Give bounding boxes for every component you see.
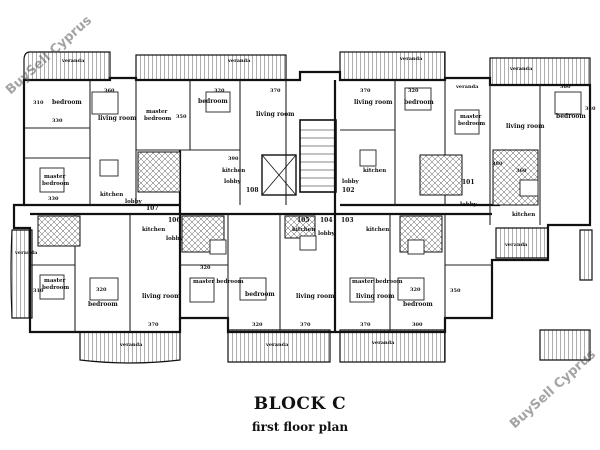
floor-plan-drawing: veranda veranda veranda veranda veranda … xyxy=(10,51,596,364)
plan-title: BLOCK C xyxy=(253,394,347,414)
dimension-value: 320 xyxy=(408,88,419,94)
living-room-label: living room xyxy=(296,293,335,300)
bedroom-label: bedroom xyxy=(245,291,275,298)
dimension-value: 310 xyxy=(33,100,44,106)
bedroom-label: bedroom xyxy=(52,99,82,106)
master-bedroom-label: master bedroom xyxy=(193,279,244,285)
lobby-label: lobby xyxy=(460,202,477,208)
dimension-value: 360 xyxy=(560,84,571,90)
dimension-value: 330 xyxy=(48,196,59,202)
veranda-label: veranda xyxy=(399,56,423,62)
veranda-label: veranda xyxy=(265,342,289,348)
master-label: master xyxy=(460,114,482,120)
unit-number: 102 xyxy=(342,187,355,194)
unit-number: 105 xyxy=(297,217,310,224)
dimension-value: 380 xyxy=(492,161,503,167)
dimension-value: 340 xyxy=(585,106,596,112)
veranda-label: veranda xyxy=(119,342,143,348)
dimension-labels: 310 330 360 320 370 350 370 320 360 340 … xyxy=(33,84,596,328)
kitchen-label: kitchen xyxy=(222,168,245,174)
furniture xyxy=(39,87,582,303)
dimension-value: 300 xyxy=(412,322,423,328)
stair-core xyxy=(261,119,337,196)
unit-number: 104 xyxy=(320,217,333,224)
living-room-label: living room xyxy=(256,111,295,118)
veranda-label: veranda xyxy=(14,250,38,256)
unit-number: 103 xyxy=(341,217,354,224)
master-label: master xyxy=(44,174,66,180)
dimension-value: 370 xyxy=(148,322,159,328)
dimension-value: 370 xyxy=(360,322,371,328)
unit-number: 101 xyxy=(462,179,475,186)
bedroom-label: bedroom xyxy=(403,301,433,308)
living-room-label: living room xyxy=(98,115,137,122)
veranda-label: veranda xyxy=(61,58,85,64)
dimension-value: 320 xyxy=(410,287,421,293)
lobby-label: lobby xyxy=(166,236,183,242)
dimension-value: 360 xyxy=(104,88,115,94)
plan-subtitle: first floor plan xyxy=(251,420,349,434)
bedroom-label: bedroom xyxy=(42,285,69,291)
bedroom-label: bedroom xyxy=(404,99,434,106)
bedroom-label: bedroom xyxy=(42,181,69,187)
outer-walls xyxy=(12,70,592,334)
bedroom-label: bedroom xyxy=(88,301,118,308)
bedroom-label: bedroom xyxy=(556,113,586,120)
unit-number: 106 xyxy=(168,217,181,224)
unit-numbers: 101 102 103 104 105 106 107 108 xyxy=(146,179,475,224)
bedroom-label: bedroom xyxy=(144,116,171,122)
bedroom-label: bedroom xyxy=(458,121,485,127)
dimension-value: 370 xyxy=(360,88,371,94)
dimension-value: 320 xyxy=(200,265,211,271)
kitchen-label: kitchen xyxy=(512,212,535,218)
unit-number: 107 xyxy=(146,205,159,212)
room-labels: veranda veranda veranda veranda veranda … xyxy=(14,56,586,348)
lobby-label: lobby xyxy=(318,231,335,237)
living-room-label: living room xyxy=(506,123,545,130)
verandas xyxy=(10,51,593,364)
kitchen-label: kitchen xyxy=(100,192,123,198)
dimension-value: 320 xyxy=(96,287,107,293)
dimension-value: 370 xyxy=(300,322,311,328)
lobby-label: lobby xyxy=(342,179,359,185)
bedroom-label: bedroom xyxy=(198,98,228,105)
dimension-value: 320 xyxy=(252,322,263,328)
veranda-label: veranda xyxy=(504,242,528,248)
dimension-value: 310 xyxy=(33,288,44,294)
veranda-label: veranda xyxy=(227,58,251,64)
master-bedroom-label: master bedroom xyxy=(352,279,403,285)
master-label: master xyxy=(146,109,168,115)
veranda-label: veranda xyxy=(371,340,395,346)
living-room-label: living room xyxy=(142,293,181,300)
dimension-value: 390 xyxy=(228,156,239,162)
veranda-label: veranda xyxy=(509,66,533,72)
living-room-label: living room xyxy=(356,293,395,300)
dimension-value: 370 xyxy=(270,88,281,94)
unit-number: 108 xyxy=(246,187,259,194)
master-label: master xyxy=(44,278,66,284)
living-room-label: living room xyxy=(354,99,393,106)
dimension-value: 330 xyxy=(52,118,63,124)
dimension-value: 350 xyxy=(450,288,461,294)
dimension-value: 320 xyxy=(214,88,225,94)
kitchen-label: kitchen xyxy=(366,227,389,233)
kitchen-label: kitchen xyxy=(363,168,386,174)
veranda-label: veranda xyxy=(455,84,479,90)
kitchen-label: kitchen xyxy=(142,227,165,233)
lobby-label: lobby xyxy=(125,199,142,205)
kitchen-label: kitchen xyxy=(292,227,315,233)
lobby-label: lobby xyxy=(224,179,241,185)
dimension-value: 360 xyxy=(516,168,527,174)
dimension-value: 350 xyxy=(176,114,187,120)
